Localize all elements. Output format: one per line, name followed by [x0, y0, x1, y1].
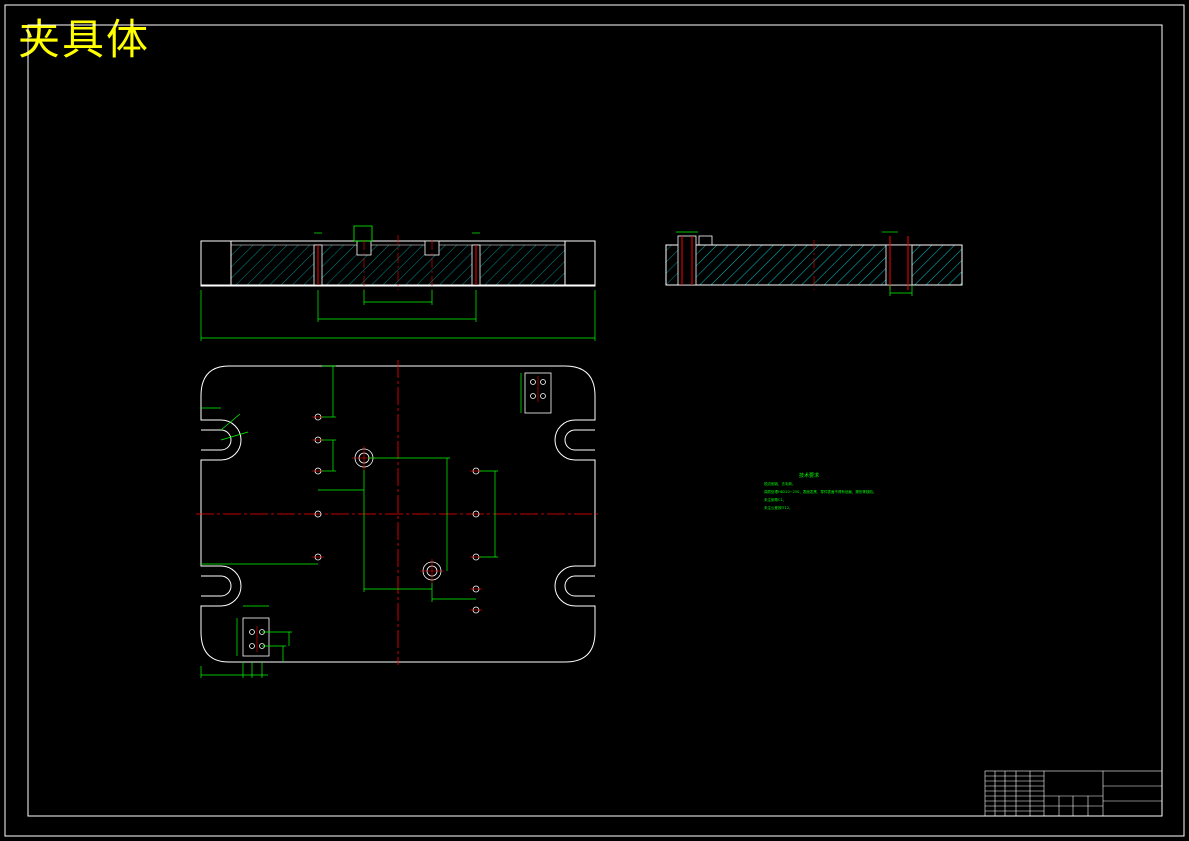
drawing-title: 夹具体	[18, 15, 151, 64]
front-section-view	[200, 225, 596, 341]
notes-heading: 技术要求	[798, 473, 819, 479]
note-3: 未注倒角C1。	[764, 498, 787, 502]
side-section-view	[665, 231, 963, 296]
note-2: 调质处理HB220~250，表面发黑，零件表面不得有划痕、擦伤等缺陷。	[764, 490, 877, 494]
inner-border	[27, 24, 1163, 817]
note-4: 未注公差按IT12。	[764, 506, 793, 510]
plan-view	[196, 360, 600, 678]
outer-border	[4, 4, 1185, 837]
title-block	[984, 770, 1163, 817]
note-1: 锐边倒钝，去毛刺。	[764, 482, 796, 486]
technical-notes: 技术要求 锐边倒钝，去毛刺。 调质处理HB220~250，表面发黑，零件表面不得…	[764, 472, 877, 512]
